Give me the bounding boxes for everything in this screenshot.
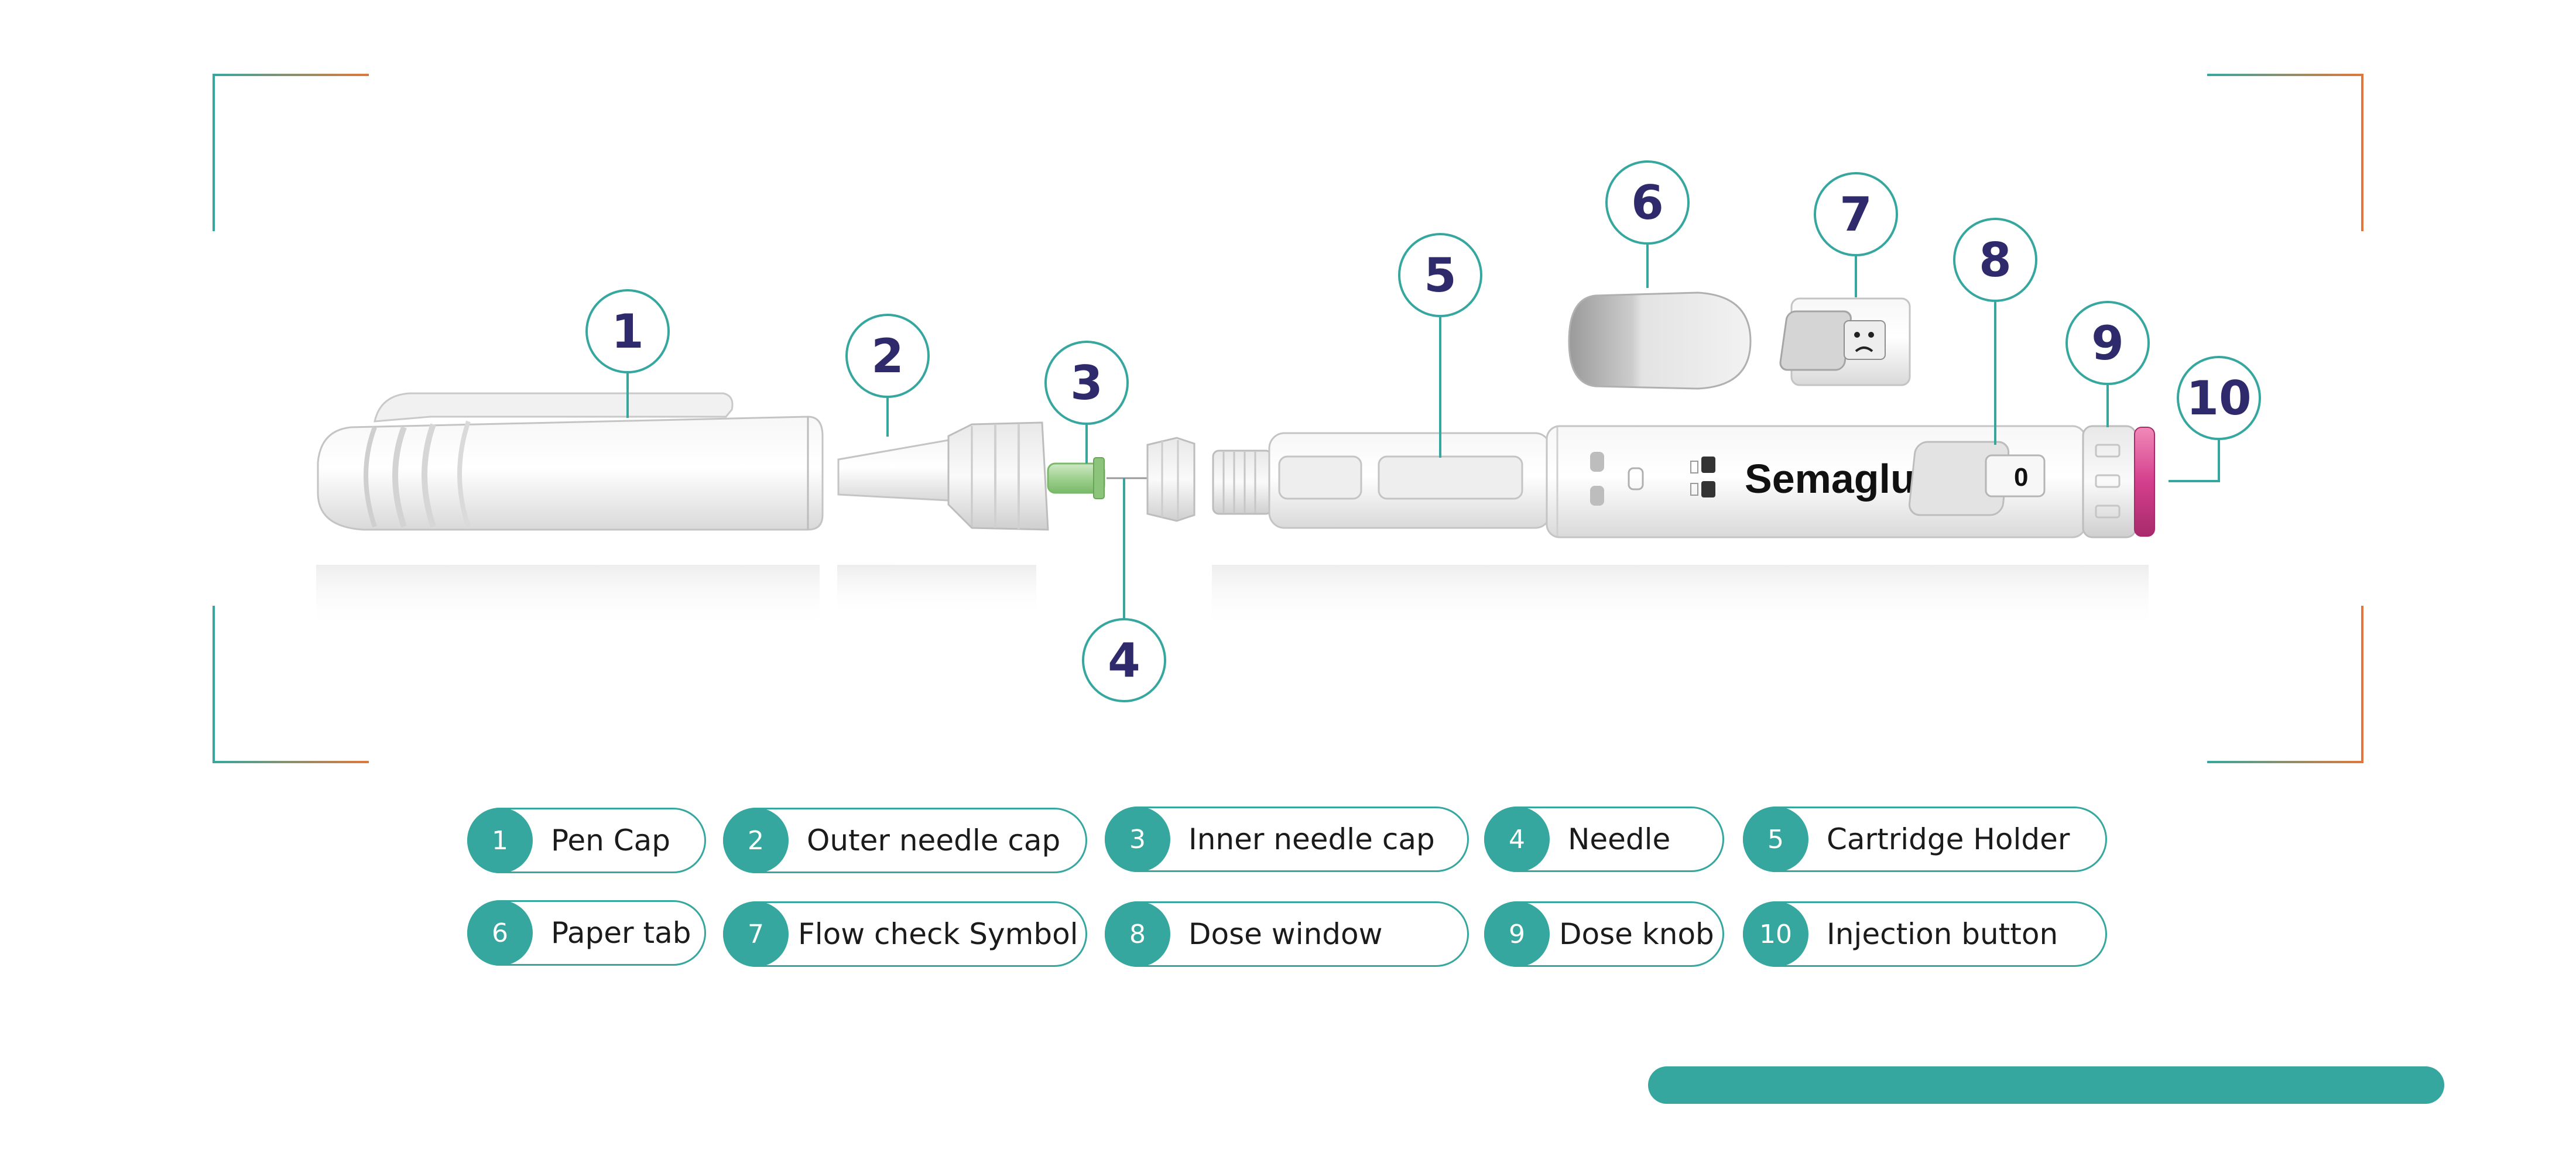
pen-reflection (316, 565, 2149, 629)
injection-button (2134, 427, 2155, 537)
legend-badge: 1 (467, 808, 533, 873)
callout-2: 2 (845, 314, 930, 398)
paper-tab (1568, 291, 1752, 390)
legend-badge: 9 (1484, 901, 1550, 967)
callout-4: 4 (1082, 618, 1166, 702)
svg-text:5: 5 (1424, 248, 1457, 303)
svg-text:1: 1 (611, 304, 644, 359)
legend-badge: 8 (1105, 901, 1170, 967)
leader-lines (626, 245, 2220, 619)
callout-1: 1 (585, 289, 670, 373)
dose-window: 0 (1908, 441, 2046, 516)
legend-badge: 2 (723, 808, 789, 873)
legend-label: Cartridge Holder (1827, 822, 2070, 856)
flow-check-symbol (1779, 297, 1911, 386)
legend-label: Pen Cap (551, 823, 671, 857)
callout-10: 10 (2177, 356, 2261, 440)
cartridge-holder (1212, 432, 1551, 529)
callout-9: 9 (2065, 301, 2150, 385)
svg-text:9: 9 (2091, 316, 2124, 370)
footer-rule (6, 1066, 2576, 1104)
legend-badge: 6 (467, 900, 533, 966)
legend-badge: 10 (1743, 901, 1808, 967)
callout-5: 5 (1398, 233, 1482, 317)
legend-item-8: 8 Dose window (1105, 901, 1469, 967)
callouts: 1 2 3 4 5 6 7 8 (585, 160, 2261, 702)
outer-needle-cap (837, 421, 1049, 531)
legend-label: Dose knob (1559, 917, 1714, 951)
legend-item-2: 2 Outer needle cap (723, 808, 1087, 873)
legend-label: Flow check Symbol (798, 917, 1078, 951)
legend-item-5: 5 Cartridge Holder (1743, 807, 2107, 872)
svg-text:10: 10 (2186, 371, 2251, 425)
legend-item-7: 7 Flow check Symbol (723, 901, 1087, 967)
pen-cap (317, 392, 824, 531)
legend-badge: 5 (1743, 807, 1808, 872)
legend-item-4: 4 Needle (1484, 807, 1724, 872)
flow-check-eye-right-icon (1868, 332, 1874, 338)
inner-needle-cap (1047, 457, 1105, 499)
legend-label: Injection button (1827, 917, 2058, 951)
frame-brackets (213, 74, 2363, 763)
dose-window-value: 0 (2014, 463, 2028, 492)
legend-item-10: 10 Injection button (1743, 901, 2107, 967)
legend-item-3: 3 Inner needle cap (1105, 807, 1469, 872)
callout-7: 7 (1814, 172, 1898, 256)
callout-3: 3 (1044, 341, 1129, 425)
legend-label: Dose window (1188, 917, 1383, 951)
legend-label: Paper tab (551, 916, 691, 950)
legend-item-6: 6 Paper tab (467, 900, 706, 966)
legend-badge: 3 (1105, 807, 1170, 872)
flow-check-eye-left-icon (1854, 332, 1860, 338)
legend-label: Inner needle cap (1188, 822, 1435, 856)
legend-label: Outer needle cap (807, 823, 1061, 857)
needle (1107, 437, 1195, 522)
svg-text:2: 2 (871, 329, 904, 383)
legend-item-9: 9 Dose knob (1484, 901, 1724, 967)
callout-6: 6 (1605, 160, 1690, 245)
legend-badge: 4 (1484, 807, 1550, 872)
footer-bar (1648, 1066, 2444, 1104)
svg-text:4: 4 (1108, 633, 1140, 688)
svg-text:8: 8 (1979, 233, 2012, 287)
svg-text:6: 6 (1631, 176, 1664, 230)
svg-text:7: 7 (1839, 187, 1872, 242)
legend-badge: 7 (723, 901, 789, 967)
svg-text:3: 3 (1070, 356, 1103, 410)
legend-item-1: 1 Pen Cap (467, 808, 706, 873)
callout-8: 8 (1953, 218, 2037, 302)
legend-label: Needle (1568, 822, 1671, 856)
